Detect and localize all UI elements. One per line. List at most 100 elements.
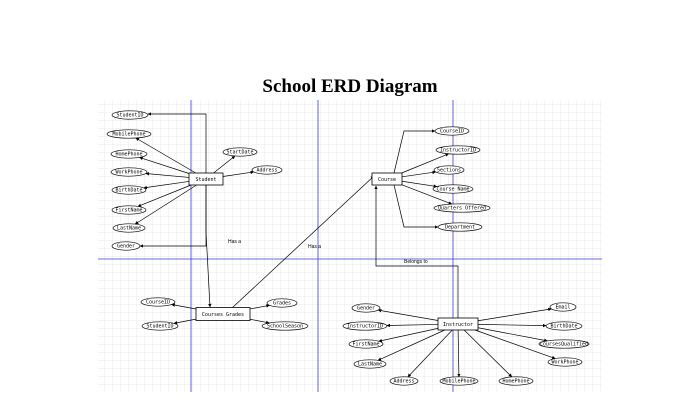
attribute-label: WorkPhone xyxy=(551,360,578,366)
connector-arrow xyxy=(249,304,270,310)
attribute-label: HomePhone xyxy=(502,379,529,385)
connector-arrow xyxy=(401,184,453,205)
entity-label: Instructor xyxy=(443,322,473,328)
student-attribute-birthdate: BirthDate xyxy=(111,185,147,195)
instructor-attribute-instructorid: InstructorID xyxy=(342,321,388,331)
connector-arrow xyxy=(135,137,196,174)
connector-arrow xyxy=(143,181,190,190)
connector-arrow xyxy=(147,112,207,173)
attribute-label: Address xyxy=(393,379,414,385)
instructor-attribute-coursesqualified: CoursesQualified xyxy=(538,339,590,349)
connector-arrow xyxy=(477,307,552,322)
connector-arrow xyxy=(386,323,439,328)
student-attribute-firstname: FirstName xyxy=(111,205,147,215)
attribute-label: MobilePhone xyxy=(112,132,145,138)
attribute-label: WorkPhone xyxy=(115,170,142,176)
attribute-label: Grades xyxy=(273,301,291,307)
connector-arrow xyxy=(137,184,192,207)
attribute-label: InstructorID xyxy=(347,324,383,330)
student-attribute-mobilephone: MobilePhone xyxy=(106,129,152,139)
entity-course: Course xyxy=(371,172,403,186)
attribute-label: LastName xyxy=(358,362,382,368)
connector-arrow xyxy=(378,328,439,343)
instructor-attribute-birthdate: BirthDate xyxy=(545,321,583,331)
relationship-arrow-grades-course xyxy=(231,175,375,309)
attribute-label: HomePhone xyxy=(115,152,142,158)
attribute-label: Course Name xyxy=(436,187,469,193)
student-attribute-homephone: HomePhone xyxy=(110,149,148,159)
attribute-label: BirthDate xyxy=(115,188,142,194)
connector-arrow xyxy=(393,184,439,229)
course-attribute-sections: Sections xyxy=(433,165,465,175)
instructor-attribute-gender: Gender xyxy=(351,303,381,313)
course-attribute-course-name: Course Name xyxy=(432,184,474,194)
connector-arrow xyxy=(171,303,197,310)
instructor-attribute-address: Address xyxy=(389,376,419,386)
connector-arrow xyxy=(463,329,513,378)
attribute-label: Sections xyxy=(437,168,461,174)
connector-arrow xyxy=(134,184,197,225)
connector-arrow xyxy=(377,329,445,361)
connector-arrow xyxy=(457,329,461,378)
instructor-attribute-homephone: HomePhone xyxy=(498,376,534,386)
attribute-label: BirthDate xyxy=(550,324,577,330)
attribute-label: StudentID xyxy=(116,113,143,119)
instructor-attribute-lastname: LastName xyxy=(353,359,387,369)
instructor-attribute-workphone: WorkPhone xyxy=(547,357,583,367)
attribute-label: StartDate xyxy=(226,150,253,156)
student-attribute-startdate: StartDate xyxy=(222,147,258,157)
connector-arrow xyxy=(474,329,556,360)
attribute-label: Department xyxy=(445,225,475,231)
entity-label: Student xyxy=(195,177,216,183)
connector-arrow xyxy=(477,327,548,342)
connector-arrow xyxy=(222,170,255,177)
relationship-arrow-student-grades xyxy=(205,185,212,308)
connector-arrow xyxy=(377,308,439,321)
course-attribute-quarters-offered: Quarters Offered xyxy=(433,203,491,213)
instructor-attribute-mobilephone: MobilePhone xyxy=(439,376,479,386)
attribute-label: FirstName xyxy=(115,208,142,214)
relationship-label: Has a xyxy=(308,244,321,250)
student-attribute-lastname: LastName xyxy=(112,223,146,233)
connector-arrow xyxy=(249,318,270,325)
attribute-label: Address xyxy=(256,168,277,174)
attribute-label: InstructorID xyxy=(440,148,476,154)
diagram-title: School ERD Diagram xyxy=(262,76,438,97)
entity-courses-grades: Courses Grades xyxy=(195,307,251,321)
attribute-label: Quarters Offered xyxy=(438,206,486,212)
connector-arrow xyxy=(139,156,190,174)
connector-arrow xyxy=(393,129,436,174)
attribute-label: SchoolSeason xyxy=(267,324,303,330)
instructor-attribute-email: Email xyxy=(549,302,577,312)
attribute-label: Gender xyxy=(357,306,375,312)
connector-arrow xyxy=(145,172,190,178)
course-attribute-department: Department xyxy=(437,222,483,232)
attribute-label: Gender xyxy=(117,244,135,250)
connector-arrow xyxy=(401,153,449,174)
student-attribute-address: Address xyxy=(251,165,283,175)
grades-attribute-courseid: CourseID xyxy=(140,297,176,307)
entity-label: Course xyxy=(378,177,396,183)
entity-student: Student xyxy=(188,172,224,186)
entity-label: Courses Grades xyxy=(202,312,244,318)
relationship-label: Has a xyxy=(228,239,241,245)
attribute-label: LastName xyxy=(117,226,141,232)
attribute-label: StudentID xyxy=(146,324,173,330)
attribute-label: CourseID xyxy=(146,300,170,306)
relationship-arrow-instructor-course xyxy=(374,185,459,318)
attribute-label: MobilePhone xyxy=(442,379,475,385)
connector-arrow xyxy=(401,180,438,188)
connector-arrow xyxy=(407,329,453,378)
grades-attribute-grades: Grades xyxy=(266,298,298,308)
relationship-label: Belongs to xyxy=(404,259,428,265)
student-attribute-studentid: StudentID xyxy=(111,110,149,120)
connector-arrow xyxy=(477,323,547,328)
attribute-label: Email xyxy=(555,305,570,311)
grades-attribute-studentid: StudentID xyxy=(141,321,179,331)
instructor-attribute-firstname: FirstName xyxy=(348,339,384,349)
course-attribute-courseid: CourseID xyxy=(434,126,470,136)
student-attribute-gender: Gender xyxy=(111,241,141,251)
attribute-label: CourseID xyxy=(440,129,464,135)
entity-instructor: Instructor xyxy=(437,317,479,331)
